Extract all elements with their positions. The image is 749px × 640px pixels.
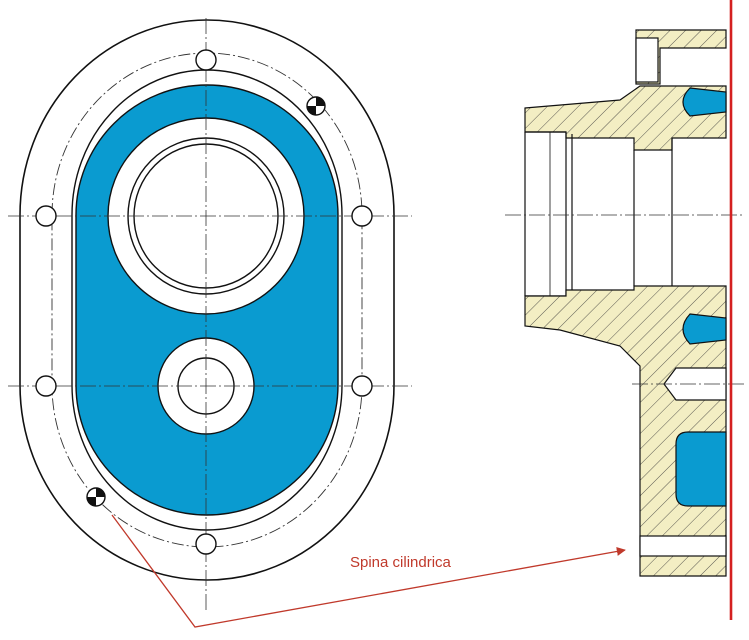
outer-flange-outline xyxy=(19,19,395,581)
callout: Spina cilindrica xyxy=(111,514,626,628)
centerlines xyxy=(8,18,412,612)
section-centerlines xyxy=(505,214,745,385)
bolt-hole xyxy=(195,49,217,71)
section-pin-hole xyxy=(639,535,727,557)
section-upper-cavity xyxy=(682,87,727,117)
bolt-holes xyxy=(35,49,373,555)
bolt-hole xyxy=(351,205,373,227)
bolt-hole xyxy=(351,375,373,397)
bolt-hole xyxy=(195,533,217,555)
dowel-pin-top xyxy=(306,96,326,116)
section-mid-cavity xyxy=(682,313,727,345)
callout-leader xyxy=(111,514,626,628)
bolt-hole xyxy=(35,375,57,397)
front-view xyxy=(8,18,412,612)
section-lower-body xyxy=(524,285,727,577)
section-top-slot xyxy=(635,37,659,83)
section-lower-cavity xyxy=(675,431,727,507)
section-view xyxy=(505,0,745,620)
bolt-hole xyxy=(35,205,57,227)
dowel-pin-bottom xyxy=(86,487,106,507)
section-bore xyxy=(524,131,673,297)
callout-label: Spina cilindrica xyxy=(350,554,452,571)
